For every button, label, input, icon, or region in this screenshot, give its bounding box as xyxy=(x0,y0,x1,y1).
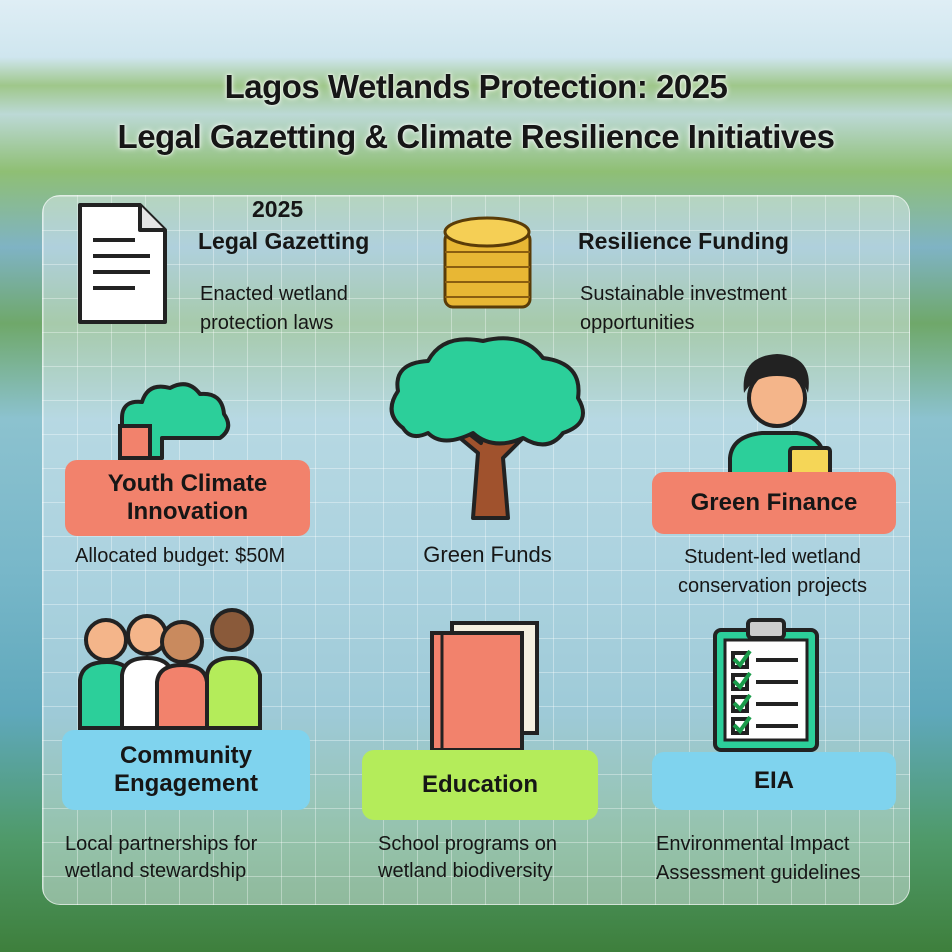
legal-year: 2025 xyxy=(252,196,304,222)
eia-desc-2: Assessment guidelines xyxy=(656,862,861,884)
coins-icon xyxy=(443,216,532,309)
document-icon xyxy=(78,203,167,324)
title-line-1: Lagos Wetlands Protection: 2025 xyxy=(224,68,728,105)
education-heading: Education xyxy=(421,771,538,798)
legal-heading: Legal Gazetting xyxy=(198,228,370,254)
education-desc-1: School programs on xyxy=(378,833,557,855)
community-desc-1: Local partnerships for xyxy=(65,833,258,855)
eia-heading: EIA xyxy=(753,767,794,794)
youth-heading-1: Youth Climate xyxy=(107,470,268,497)
community-heading-2: Engagement xyxy=(113,770,259,797)
community-heading-1: Community xyxy=(120,742,252,769)
legal-desc-2: protection laws xyxy=(200,312,334,334)
plant-cloud-icon xyxy=(118,382,231,460)
eia-desc-1: Environmental Impact xyxy=(656,833,850,855)
eia-box: EIA xyxy=(652,752,896,810)
green-funds-label: Green Funds xyxy=(423,542,552,567)
green-finance-heading: Green Finance xyxy=(690,489,858,516)
green-finance-desc-1: Student-led wetland xyxy=(684,546,861,568)
green-finance-desc-2: conservation projects xyxy=(678,575,867,597)
youth-desc: Allocated budget: $50M xyxy=(75,545,286,567)
tree-icon xyxy=(389,336,585,520)
green-finance-box: Green Finance xyxy=(652,472,896,534)
people-group-icon xyxy=(78,608,262,730)
education-box: Education xyxy=(362,750,598,820)
legal-desc-1: Enacted wetland xyxy=(200,283,348,305)
resilience-desc-1: Sustainable investment xyxy=(580,283,787,305)
resilience-heading: Resilience Funding xyxy=(578,228,789,254)
checklist-clipboard-icon xyxy=(713,618,819,752)
book-icon xyxy=(430,621,539,752)
education-desc-2: wetland biodiversity xyxy=(378,860,553,882)
youth-heading-2: Innovation xyxy=(126,498,249,525)
community-desc-2: wetland stewardship xyxy=(65,860,247,882)
title-line-2: Legal Gazetting & Climate Resilience Ini… xyxy=(117,118,835,155)
resilience-desc-2: opportunities xyxy=(580,312,695,334)
